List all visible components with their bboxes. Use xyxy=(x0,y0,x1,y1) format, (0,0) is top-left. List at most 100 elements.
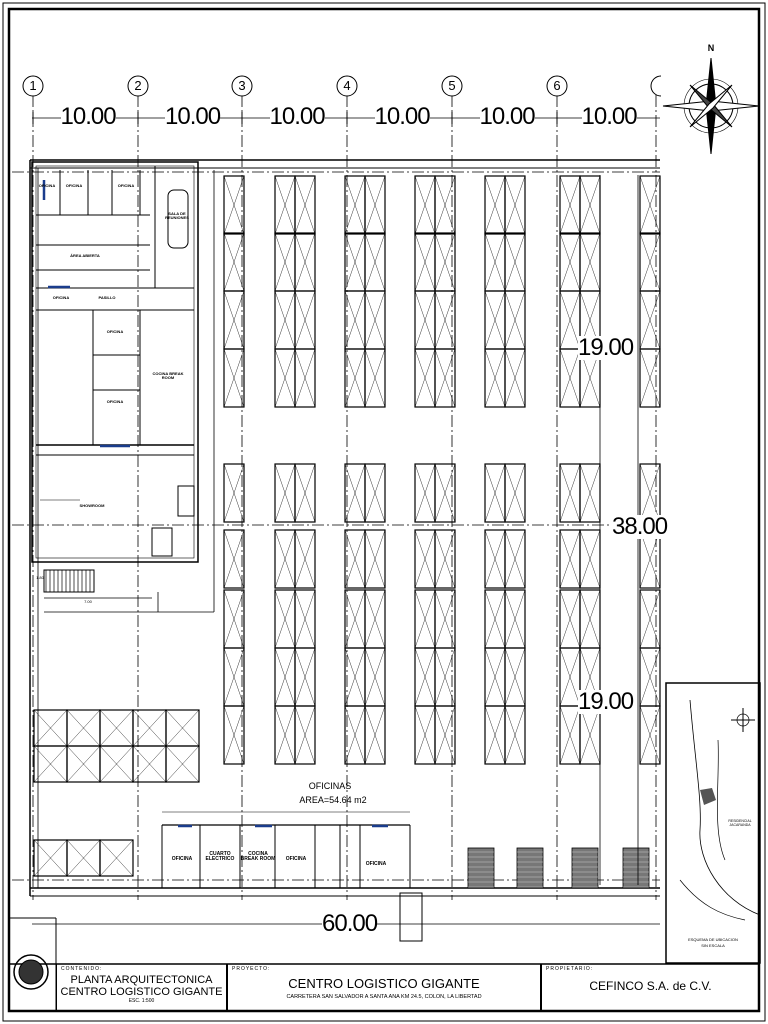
owner-name: CEFINCO S.A. de C.V. xyxy=(589,979,712,993)
stair-width-dimension: 1.80 xyxy=(36,575,44,580)
location-map-caption: ESQUEMA DE UBICACION xyxy=(688,937,738,942)
rack-bottom-5-r1-c0 xyxy=(559,529,581,589)
total-width-dimension: 60.00 xyxy=(322,910,378,937)
room-label-office-d: OFICINA xyxy=(52,295,70,300)
room-label-meeting: SALA DE REUNIONES xyxy=(165,211,189,221)
rack-bottom-5-r2-c0 xyxy=(559,589,581,649)
project-name: CENTRO LOGISTICO GIGANTE xyxy=(288,976,480,991)
rack-top-1-r0-c1 xyxy=(294,175,316,235)
west-rack-south-1 xyxy=(66,839,101,877)
rack-top-1-r2-c1 xyxy=(294,290,316,350)
rack-top-2-r3-c0 xyxy=(344,348,366,408)
rack-bottom-3-r0-c1 xyxy=(434,463,456,523)
rack-top-0-r1-c0 xyxy=(223,232,245,292)
content-line-2: CENTRO LOGISTICO GIGANTE xyxy=(60,986,223,998)
west-rack-r0-c3 xyxy=(132,709,167,747)
rack-bottom-4-r3-c1 xyxy=(504,647,526,707)
rack-top-3-r2-c0 xyxy=(414,290,436,350)
rack-bottom-2-r0-c1 xyxy=(364,463,386,523)
rack-top-3-r0-c1 xyxy=(434,175,456,235)
room-label-office-f: OFICINA xyxy=(106,399,124,404)
rack-bottom-3-r1-c0 xyxy=(414,529,436,589)
rack-bottom-4-r4-c0 xyxy=(484,705,506,765)
rack-top-0-r2-c0 xyxy=(223,290,245,350)
rack-top-4-r2-c1 xyxy=(504,290,526,350)
offices-area: AREA=54.64 m2 xyxy=(299,795,367,805)
project-address: CARRETERA SAN SALVADOR A SANTA ANA KM 24… xyxy=(286,994,482,1000)
rack-bottom-2-r3-c1 xyxy=(364,647,386,707)
rack-bottom-1-r4-c0 xyxy=(274,705,296,765)
rack-bottom-3-r1-c1 xyxy=(434,529,456,589)
rack-bottom-2-r3-c0 xyxy=(344,647,366,707)
rack-top-4-r3-c0 xyxy=(484,348,506,408)
axis-bubble-1 xyxy=(22,75,44,97)
offices-title: OFICINAS xyxy=(308,781,352,791)
west-rack-r1-c1 xyxy=(66,745,101,783)
location-map-scale: SIN ESCALA xyxy=(701,943,725,948)
title-block-content: CONTENIDO: PLANTA ARQUITECTONICA CENTRO … xyxy=(56,964,226,1010)
rack-top-5-r0-c0 xyxy=(559,175,581,235)
rack-bottom-4-r0-c0 xyxy=(484,463,506,523)
rack-bottom-6-r2-c0 xyxy=(639,589,661,649)
rack-bottom-5-r0-c1 xyxy=(579,463,601,523)
north-bay-dimension: 19.00 xyxy=(578,334,634,361)
west-rack-r1-c4 xyxy=(165,745,200,783)
rack-bottom-4-r4-c1 xyxy=(504,705,526,765)
rack-top-6-r0-c0 xyxy=(639,175,661,235)
rack-bottom-4-r1-c0 xyxy=(484,529,506,589)
bay-dimension-5: 10.00 xyxy=(479,103,536,130)
rack-bottom-2-r2-c0 xyxy=(344,589,366,649)
room-label-office-c: OFICINA xyxy=(117,183,135,188)
rack-bottom-4-r1-c1 xyxy=(504,529,526,589)
rack-top-2-r2-c1 xyxy=(364,290,386,350)
room-label-hallway: PASILLO xyxy=(98,295,116,300)
dock-door-3 xyxy=(571,847,599,889)
rack-top-5-r1-c0 xyxy=(559,232,581,292)
rack-bottom-5-r1-c1 xyxy=(579,529,601,589)
rack-top-1-r1-c1 xyxy=(294,232,316,292)
rack-bottom-1-r2-c0 xyxy=(274,589,296,649)
rack-bottom-4-r0-c1 xyxy=(504,463,526,523)
rack-bottom-1-r1-c0 xyxy=(274,529,296,589)
axis-bubble-partial xyxy=(650,75,662,97)
bay-dimension-4: 10.00 xyxy=(374,103,431,130)
south-room-electrical: CUARTO ELECTRICO xyxy=(205,851,235,863)
west-rack-r0-c2 xyxy=(99,709,134,747)
rack-top-2-r3-c1 xyxy=(364,348,386,408)
bay-dimension-1: 10.00 xyxy=(60,103,117,130)
rack-bottom-5-r4-c0 xyxy=(559,705,581,765)
axis-bubble-2 xyxy=(127,75,149,97)
rack-top-5-r2-c0 xyxy=(559,290,581,350)
rack-top-5-r3-c0 xyxy=(559,348,581,408)
project-caption: PROYECTO: xyxy=(232,966,271,972)
rack-bottom-0-r1-c0 xyxy=(223,529,245,589)
rack-top-3-r3-c1 xyxy=(434,348,456,408)
dock-door-2 xyxy=(516,847,544,889)
axis-label-6: 6 xyxy=(553,78,561,93)
rack-bottom-2-r4-c1 xyxy=(364,705,386,765)
rack-bottom-2-r4-c0 xyxy=(344,705,366,765)
rack-top-2-r1-c1 xyxy=(364,232,386,292)
west-rack-r0-c0 xyxy=(33,709,68,747)
rack-top-3-r1-c0 xyxy=(414,232,436,292)
west-rack-r0-c4 xyxy=(165,709,200,747)
axis-label-2: 2 xyxy=(134,78,142,93)
rack-top-5-r1-c1 xyxy=(579,232,601,292)
rack-bottom-6-r3-c0 xyxy=(639,647,661,707)
rack-bottom-1-r3-c1 xyxy=(294,647,316,707)
rack-top-4-r0-c1 xyxy=(504,175,526,235)
title-block-owner: PROPIETARIO: CEFINCO S.A. de C.V. xyxy=(540,964,759,1010)
rack-top-0-r0-c0 xyxy=(223,175,245,235)
axis-label-5: 5 xyxy=(448,78,456,93)
west-rack-r1-c2 xyxy=(99,745,134,783)
rack-bottom-0-r2-c0 xyxy=(223,589,245,649)
content-line-1: PLANTA ARQUITECTONICA xyxy=(70,974,213,986)
rack-top-1-r3-c0 xyxy=(274,348,296,408)
rack-top-2-r2-c0 xyxy=(344,290,366,350)
rack-bottom-2-r0-c0 xyxy=(344,463,366,523)
south-room-kitchen: COCINA BREAK ROOM xyxy=(240,851,276,863)
rack-top-6-r3-c0 xyxy=(639,348,661,408)
total-depth-dimension: 38.00 xyxy=(612,513,668,540)
rack-bottom-2-r1-c0 xyxy=(344,529,366,589)
